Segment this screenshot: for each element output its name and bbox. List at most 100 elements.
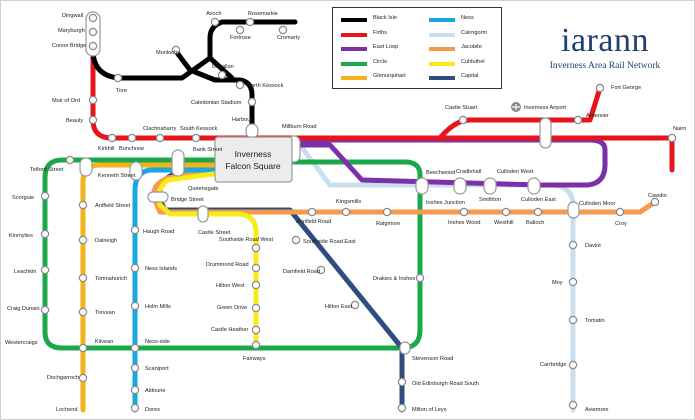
station-hilton-west: Hilton West — [216, 283, 245, 289]
station-aviemore: Aviemore — [585, 407, 609, 413]
station-culloden-west: Culloden West — [497, 169, 534, 175]
airport-icon — [511, 102, 521, 112]
legend-swatch — [429, 61, 455, 66]
station-nairn: Nairn — [673, 126, 686, 132]
station-carrbridge: Carrbridge — [540, 362, 566, 368]
station-kilvean: Kilvean — [95, 339, 113, 345]
legend-swatch — [341, 18, 367, 22]
station-caledonian-stadium: Caledonian Stadium — [191, 100, 242, 106]
station-fairways: Fairways — [243, 356, 266, 362]
station-daviot: Daviot — [585, 243, 601, 249]
station-aldourie: Aldourie — [145, 388, 166, 394]
legend-swatch — [429, 32, 455, 37]
station-kirkhill: Kirkhill — [98, 146, 114, 152]
station-bank-street: Bank Street — [193, 147, 223, 153]
station-inshes-wood: Inshes Wood — [448, 220, 481, 226]
station-smithton: Smithton — [479, 197, 501, 203]
legend-swatch — [341, 32, 367, 37]
station-bunchrew: Bunchrew — [119, 146, 145, 152]
station-scorguie: Scorguie — [12, 195, 34, 201]
station-cromarty: Cromarty — [277, 35, 300, 41]
station-leachkin: Leachkin — [14, 269, 36, 275]
hub-inverness-falcon-square[interactable]: Inverness Falcon Square — [214, 136, 293, 183]
station-kinmylies: Kinmylies — [9, 233, 33, 239]
station-tomnahurich: Tomnahurich — [95, 276, 127, 282]
station-beechwood: Beechwood — [426, 170, 455, 176]
brand-subtitle: Inverness Area Rail Network — [549, 61, 661, 71]
legend-label: Jacobite — [461, 44, 482, 50]
station-tomatin: Tomatin — [585, 318, 605, 324]
station-culloden-moor: Culloden Moor — [579, 201, 616, 207]
station-ness-side: Ness-side — [145, 339, 170, 345]
legend-label: Circle — [373, 58, 388, 65]
station-cradlehall: Cradlehall — [456, 169, 481, 175]
legend-swatch — [341, 47, 367, 51]
station-dingwall: Dingwall — [62, 13, 83, 19]
station-castle-street: Castle Street — [198, 230, 231, 236]
station-greig-drive: Green Drive — [217, 305, 247, 311]
legend-label: Firths — [373, 29, 387, 36]
legend-label: East Loop — [373, 44, 399, 50]
station-kenneth-street: Kenneth Street — [98, 173, 136, 179]
line-circle — [42, 157, 423, 351]
legend-swatch — [429, 47, 455, 51]
legend-label: Ness — [461, 15, 474, 21]
station-tore: Tore — [116, 88, 127, 94]
station-dores: Dores — [145, 407, 160, 413]
station-queensgate: Queensgate — [188, 186, 218, 192]
station-damfield-road: Damfield Road — [283, 269, 320, 275]
brand-title: iarann — [561, 22, 649, 59]
station-inshes-junction: Inshes Junction — [426, 200, 465, 206]
station-ardersier: Ardersier — [586, 113, 609, 119]
station-westhill: Westhill — [494, 220, 513, 226]
station-moy: Moy — [552, 280, 563, 286]
station-markers — [40, 13, 677, 413]
station-bogallan: Bogallan — [212, 64, 234, 70]
legend-swatch — [341, 76, 367, 80]
station-holm-mills: Holm Mills — [145, 304, 171, 310]
station-bridge-street: Bridge Street — [171, 197, 204, 203]
station-southside-road-west: Southside Road West — [219, 237, 273, 243]
station-dochgarroch: Dochgarroch — [47, 375, 79, 381]
station-croy: Croy — [615, 221, 627, 227]
interchange-connectors — [79, 11, 580, 355]
legend-swatch — [341, 61, 367, 66]
station-antfield-street: Antfield Street — [95, 203, 131, 209]
station-south-kessock: South Kessock — [180, 126, 218, 132]
station-stevenson-road: Stevenson Road — [412, 356, 453, 362]
station-munlochy: Munlochy — [156, 50, 180, 56]
station-avoch: Avoch — [206, 11, 221, 17]
svg-text:Falcon Square: Falcon Square — [225, 161, 281, 171]
station-culloden-east: Culloden East — [521, 197, 556, 203]
station-annfield-road: Annfield Road — [296, 219, 331, 225]
legend-swatch — [429, 18, 455, 22]
station-lochend: Lochend — [56, 407, 77, 413]
station-maryburgh: Maryburgh — [58, 28, 85, 34]
station-millburn-road: Millburn Road — [282, 124, 317, 130]
station-rosemarkie: Rosemarkie — [248, 11, 278, 17]
station-kingsmills: Kingsmills — [336, 199, 361, 205]
station-craig-dunain: Craig Dunain — [7, 306, 40, 312]
station-raigmore: Raigmore — [376, 221, 400, 227]
brand-block: iarann Inverness Area Rail Network — [525, 22, 685, 72]
station-harbour: Harbour — [232, 117, 252, 123]
station-conon-bridge: Conon Bridge — [52, 43, 86, 49]
station-drummond-road: Drummond Road — [206, 262, 249, 268]
legend-label: Black Isle — [373, 15, 397, 21]
station-old-edinburgh-road-south: Old Edinburgh Road South — [412, 381, 479, 387]
station-castle-heather: Castle Heather — [211, 327, 248, 333]
station-muir-of-ord: Muir of Ord — [52, 98, 80, 104]
station-balloch: Balloch — [526, 220, 544, 226]
svg-text:Inverness: Inverness — [235, 149, 272, 159]
station-westercraigs: Westercraigs — [5, 340, 38, 346]
line-ness — [132, 167, 231, 413]
station-haugh-road: Haugh Road — [143, 229, 174, 235]
station-torvean: Torvean — [95, 310, 115, 316]
line-east-loop — [287, 137, 608, 188]
station-fort-george: Fort George — [611, 85, 641, 91]
line-culduthel — [156, 169, 259, 348]
station-ness-islands: Ness Islands — [145, 266, 177, 272]
station-dalneigh: Dalneigh — [95, 238, 117, 244]
